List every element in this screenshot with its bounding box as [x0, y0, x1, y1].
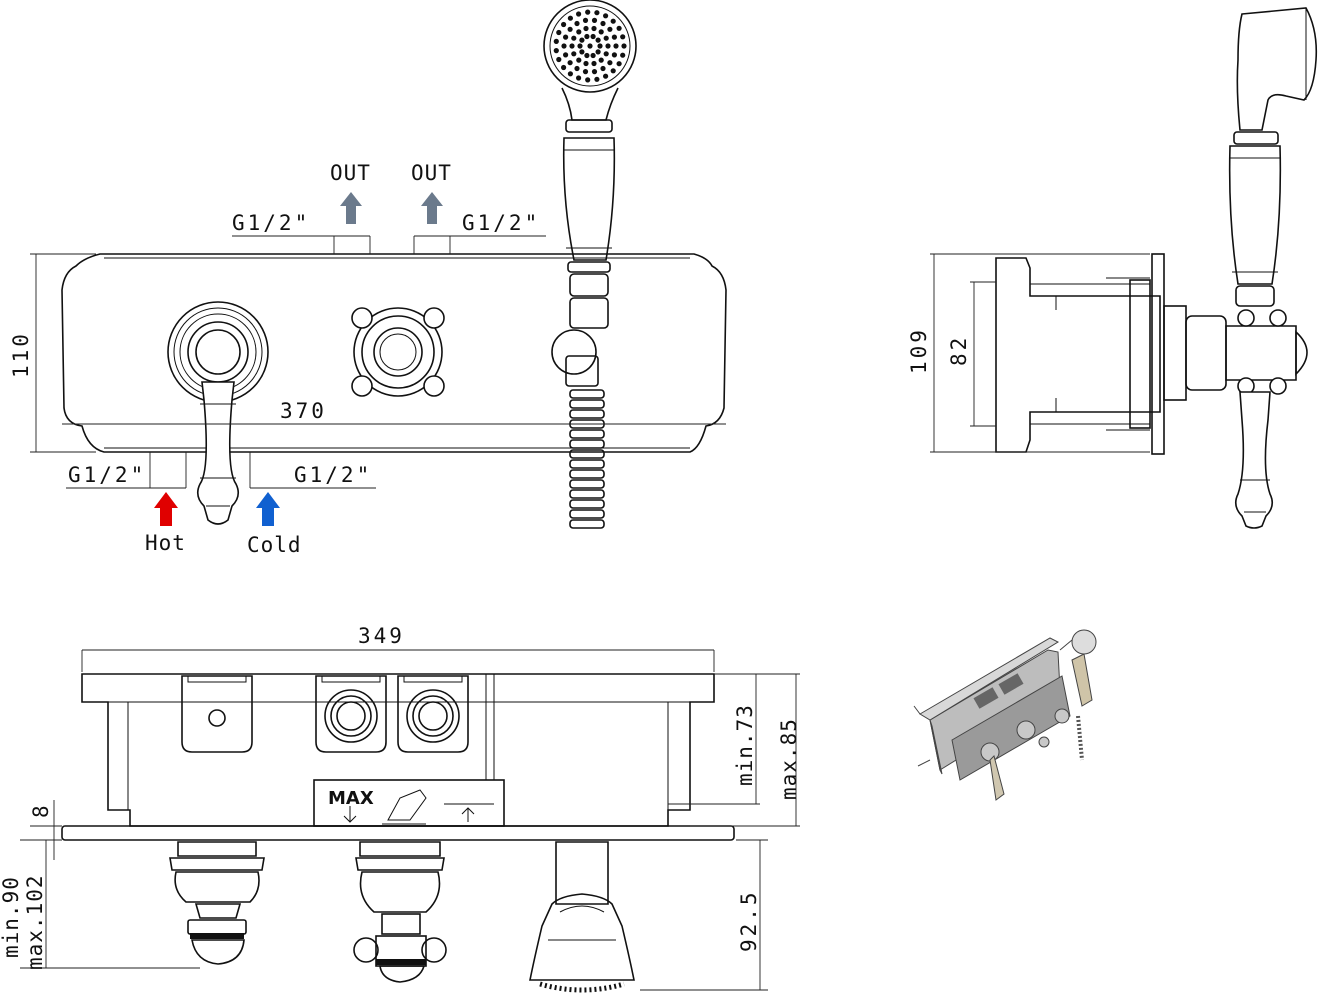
front-plate	[61, 253, 727, 453]
front-view: OUT OUT G1/2" G1/2" G1/2" G1/2" Hot Cold…	[9, 0, 727, 557]
hot-arrow	[154, 492, 178, 526]
out-arrow-left	[340, 192, 362, 224]
hand-shower-front	[543, 0, 637, 529]
section-view: 349 MAX min.73 max.85 8	[0, 624, 801, 993]
g-bottom-left-label: G1/2"	[68, 463, 146, 487]
dim-max102-label: max.102	[23, 874, 47, 970]
out-arrow-right	[421, 192, 443, 224]
cross-handle	[351, 307, 445, 397]
top-port-ticks	[232, 235, 546, 254]
out-label-right: OUT	[411, 161, 452, 185]
dim-min90-label: min.90	[0, 876, 23, 958]
g-top-left-label: G1/2"	[232, 211, 310, 235]
cold-label: Cold	[247, 533, 302, 557]
dim-109-label: 109	[907, 327, 931, 374]
dim-370-label: 370	[280, 399, 327, 423]
dim-349-label: 349	[358, 624, 405, 648]
bottom-port-ticks	[66, 452, 376, 489]
max-mark-label: MAX	[328, 788, 374, 809]
dim-110-label: 110	[9, 331, 33, 378]
dim-82-label: 82	[947, 335, 971, 366]
dim-min73-label: min.73	[733, 704, 757, 786]
side-view: 109 82	[907, 7, 1318, 529]
g-bottom-right-label: G1/2"	[294, 463, 372, 487]
dim-8-label: 8	[29, 802, 53, 818]
dim-max85-label: max.85	[777, 718, 801, 800]
lever-handle	[167, 301, 269, 525]
dim-925-label: 92.5	[737, 889, 761, 952]
render-3d	[913, 629, 1097, 801]
dim-110-line	[30, 253, 96, 453]
hot-label: Hot	[145, 531, 186, 555]
g-top-right-label: G1/2"	[462, 211, 540, 235]
cold-arrow	[256, 492, 280, 526]
out-label-left: OUT	[330, 161, 371, 185]
